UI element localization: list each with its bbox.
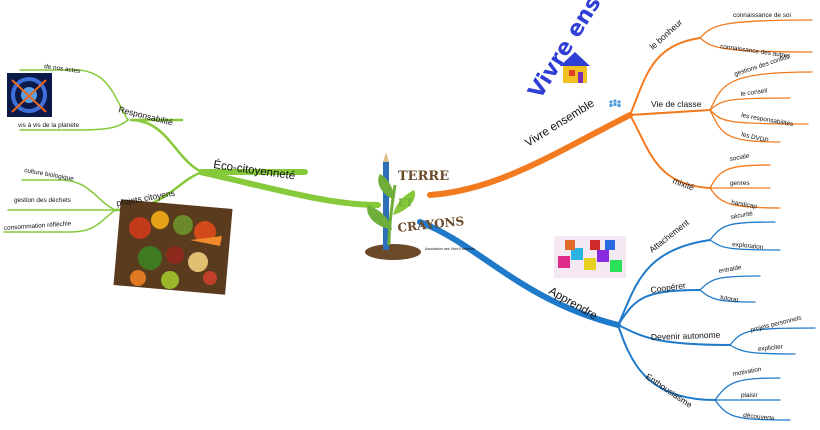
vivre-main-connector bbox=[427, 112, 633, 198]
eco-leaf-connector bbox=[19, 69, 129, 121]
devenir-autonome-label: Devenir autonome bbox=[651, 330, 721, 342]
eco-leaf-connector bbox=[19, 119, 129, 131]
apprendre-leaf-connector bbox=[699, 275, 761, 291]
apprendre-leaf-connector bbox=[714, 377, 781, 401]
vivre-branch bbox=[427, 19, 813, 209]
vivre-leaf-connector bbox=[709, 109, 781, 143]
vivre-vieclasse-connector bbox=[629, 109, 711, 116]
apprendre-leaf-connector bbox=[709, 239, 781, 251]
apprendre-branch bbox=[417, 219, 816, 421]
house-icon bbox=[560, 52, 590, 83]
leaf-le-conseil: le conseil bbox=[740, 87, 767, 98]
apprendre-leaf-connector bbox=[709, 221, 776, 241]
vivre-leaf-connector bbox=[709, 187, 781, 209]
logo-soil bbox=[365, 244, 421, 260]
vivre-leaf-connector bbox=[709, 71, 813, 111]
eco-leaf-connector bbox=[21, 179, 116, 211]
leaf-projets-personnels: projets personnels bbox=[750, 315, 802, 334]
apprendre-autonome-connector bbox=[617, 324, 731, 346]
eco-projets-connector bbox=[114, 170, 204, 212]
people-icon bbox=[609, 99, 621, 107]
logo-leaf-icon bbox=[378, 174, 394, 200]
leaf-gestion-dechets: gestion des déchets bbox=[14, 197, 71, 204]
bonheur-label: le bonheur bbox=[648, 17, 685, 51]
center-logo: TERRE ET CRAYONS Association des Vivre E… bbox=[365, 152, 475, 260]
vegetables-image bbox=[113, 199, 233, 295]
apprendre-leaf-connector bbox=[714, 399, 791, 421]
vivre-ensemble-title-art: Vivre ensemble bbox=[524, 0, 647, 103]
vivre-leaf-connector bbox=[699, 37, 813, 53]
toy-blocks-image bbox=[554, 236, 626, 278]
leaf-consommation-reflechie: consommation réfléchie bbox=[4, 220, 72, 232]
leaf-exploration: exploration bbox=[732, 241, 764, 251]
vivre-bonheur-connector bbox=[629, 37, 701, 116]
apprendre-attachement-connector bbox=[617, 239, 711, 326]
leaf-decouverte: découverte bbox=[743, 412, 776, 422]
leaf-tutorat: tutorat bbox=[720, 294, 739, 304]
vivre-branch-label: Vivre ensemble bbox=[523, 97, 596, 149]
logo-title-terre: TERRE bbox=[398, 169, 449, 184]
logo-leaf-icon bbox=[367, 205, 392, 230]
vie-de-classe-label: Vie de classe bbox=[651, 99, 702, 109]
eco-responsabilite-connector bbox=[129, 118, 204, 174]
vivre-leaf-connector bbox=[709, 164, 771, 189]
leaf-securite: sécurité bbox=[730, 210, 754, 221]
leaf-handicap: handicap bbox=[731, 199, 758, 210]
leaf-motivation: motivation bbox=[732, 366, 762, 378]
mixite-label: mixité bbox=[671, 175, 696, 192]
enthousiasme-label: Enthousiasme bbox=[644, 371, 694, 410]
planet-image bbox=[7, 73, 52, 117]
vivre-mixite-connector bbox=[629, 114, 711, 189]
apprendre-cooperer-connector bbox=[617, 289, 701, 326]
apprendre-leaf-connector bbox=[729, 327, 816, 346]
vivre-leaf-connector bbox=[699, 19, 813, 39]
leaf-les-responsabilites: les responsabilités bbox=[741, 112, 794, 128]
logo-leaf-icon bbox=[393, 190, 416, 215]
eco-main-connector bbox=[199, 169, 381, 208]
vivre-ensemble-art: Vivre ensemble bbox=[524, 0, 647, 103]
vivre-leaf-connector bbox=[709, 109, 809, 125]
leaf-de-nos-actes: de nos actes bbox=[44, 63, 81, 75]
leaf-les-dvdp: les DVDP bbox=[741, 131, 770, 144]
leaf-plaisir: plaisir bbox=[741, 392, 759, 399]
logo-title-crayons: CRAYONS bbox=[397, 214, 465, 235]
logo-pencil bbox=[383, 162, 389, 250]
logo-subtitle: Association des Vivre Ensemble bbox=[425, 247, 475, 251]
leaf-expliciter: expliciter bbox=[757, 343, 784, 353]
cooperer-label: Coopérer bbox=[650, 280, 687, 295]
eco-branch bbox=[3, 69, 381, 233]
logo-pencil-tip bbox=[383, 152, 389, 162]
leaf-connaissance-soi: connaissance de soi bbox=[733, 12, 791, 19]
logo-title-et: ET bbox=[398, 198, 414, 209]
apprendre-main-connector bbox=[417, 219, 621, 328]
apprendre-enthousiasme-connector bbox=[617, 324, 716, 401]
vivre-leaf-connector bbox=[709, 97, 791, 111]
leaf-vis-a-vis-planete: vis à vis de la planète bbox=[18, 122, 80, 129]
leaf-entraide: entraide bbox=[718, 264, 742, 275]
eco-leaf-connector bbox=[3, 209, 116, 233]
apprendre-leaf-connector bbox=[729, 344, 796, 355]
apprendre-leaf-connector bbox=[699, 289, 756, 303]
leaf-sociale: sociale bbox=[729, 153, 750, 163]
attachement-label: Attachement bbox=[647, 217, 691, 255]
logo-plant-icon bbox=[387, 184, 397, 246]
leaf-genres: genres bbox=[730, 180, 750, 187]
